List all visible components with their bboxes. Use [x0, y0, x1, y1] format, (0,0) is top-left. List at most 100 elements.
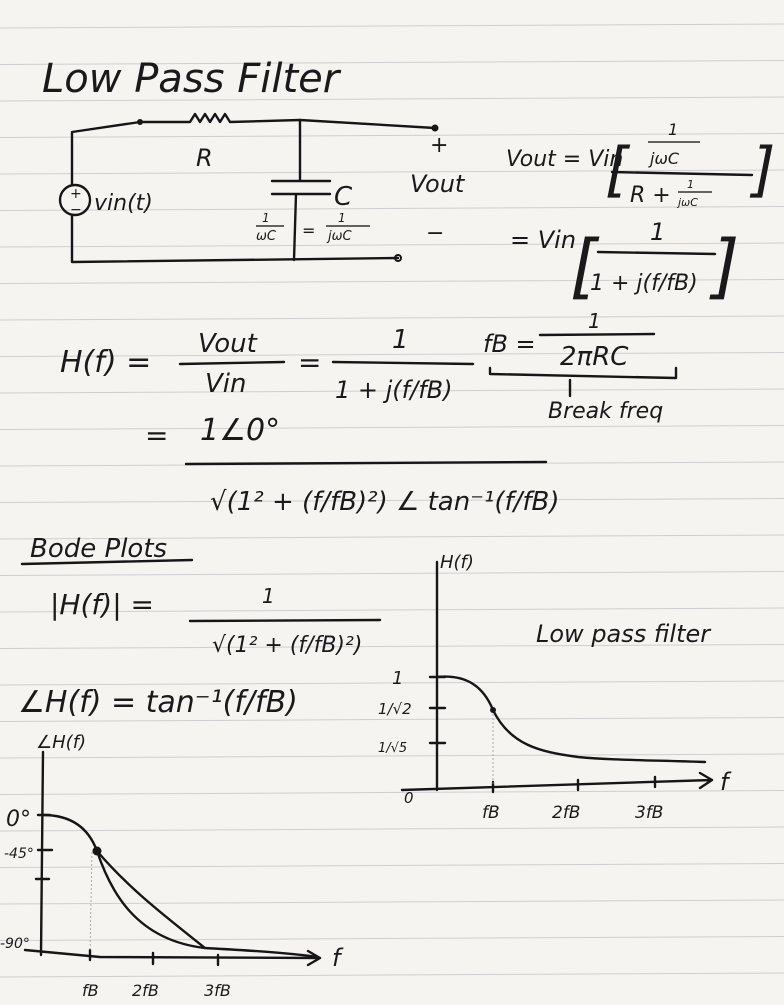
bode-heading: Bode Plots: [30, 534, 167, 564]
fb-den: 2πRC: [560, 342, 629, 372]
mag-x-label: f: [720, 768, 732, 796]
ruled-line: [0, 534, 784, 540]
vout-equation: Vout = Vin [ 1 jωC R + 1 jωC ] = Vin [ 1…: [506, 120, 775, 307]
resistor-label: R: [196, 144, 213, 172]
phase-curve-actual: [95, 849, 207, 950]
phase-xtick-fb: fB: [82, 981, 99, 1000]
hf-num2: 1: [392, 325, 409, 355]
impedance-equals: =: [302, 221, 315, 240]
mag-xtick-3fb: 3fB: [635, 803, 663, 823]
impedance-left-den: ωC: [256, 229, 277, 244]
magnitude-curve: [435, 675, 707, 764]
ruled-line: [0, 717, 784, 722]
ruled-line: [0, 23, 784, 29]
mag-lhs: |H(f)| =: [50, 588, 154, 621]
bottom-wire: [70, 213, 400, 264]
mag-ticks: [428, 675, 657, 794]
vout-eq-den-frac-den: jωC: [676, 196, 698, 209]
hf-den2: 1 + j(f/fB): [335, 376, 452, 404]
ruled-line: [0, 899, 784, 905]
hf-num1: Vout: [198, 329, 258, 359]
ruled-line: [0, 571, 784, 576]
fb-lhs: fB =: [483, 330, 536, 358]
mag-origin: 0: [404, 789, 414, 807]
phase-ytick-0: 0°: [6, 807, 31, 832]
svg-text:]: ]: [709, 225, 739, 307]
source-plus: +: [70, 186, 82, 202]
ruled-line: [0, 425, 784, 430]
ruled-line: [0, 680, 784, 686]
svg-text:]: ]: [749, 135, 775, 205]
vout-eq2-num: 1: [650, 218, 665, 246]
ruled-line: [0, 388, 784, 394]
top-wire-with-resistor: [70, 112, 437, 187]
ruled-line: [0, 936, 784, 941]
ruled-line: [0, 242, 784, 248]
phase-axes: [23, 750, 322, 967]
polar-eq: =: [145, 419, 168, 452]
vout-eq-lhs: Vout = Vin: [506, 147, 623, 172]
ruled-line: [0, 644, 784, 649]
mag-xtick-2fb: 2fB: [552, 803, 580, 823]
bode-formulas: Bode Plots |H(f)| = 1 √(1² + (f/fB)²) ∠H…: [18, 534, 382, 720]
phase-ytick-45: -45°: [4, 846, 34, 862]
ruled-line: [0, 169, 784, 175]
ruled-line: [0, 206, 784, 211]
output-minus-terminal: [394, 254, 402, 262]
vout-minus: −: [426, 221, 444, 246]
hf-eq: =: [298, 346, 321, 379]
vout-label: Vout: [410, 170, 466, 198]
ruled-line: [0, 279, 784, 284]
svg-text:[: [: [570, 225, 600, 307]
break-frequency-note: Break freq: [548, 399, 663, 424]
ruled-line: [0, 315, 784, 321]
mag-ytick-1-sqrt2: 1/√2: [378, 700, 412, 718]
phase-xtick-2fb: 2fB: [132, 981, 159, 1000]
mag-annotation: Low pass filter: [536, 620, 712, 648]
ruled-line: [0, 498, 784, 503]
mag-xtick-fb: fB: [482, 803, 500, 823]
mag-num: 1: [262, 584, 275, 608]
magnitude-plot: H(f) f Low pass filter 1 1/√2 1/√5 0 fB …: [378, 552, 732, 823]
transfer-function: H(f) = Vout Vin = 1 1 + j(f/fB) fB = 1 2…: [60, 309, 678, 517]
node-dot: [137, 119, 143, 125]
svg-text:[: [: [605, 135, 631, 205]
ruled-line: [0, 60, 784, 65]
mag-ytick-1-sqrt5: 1/√5: [378, 741, 407, 756]
voltage-source-icon: [58, 183, 92, 217]
hf-lhs: H(f) =: [60, 345, 151, 380]
impedance-left-num: 1: [262, 211, 270, 225]
impedance-right-num: 1: [338, 211, 346, 225]
mag-ytick-1: 1: [392, 668, 403, 689]
mag-y-label: H(f): [440, 552, 474, 573]
output-plus-terminal: [431, 124, 439, 132]
vout-eq-num-den: jωC: [648, 149, 680, 168]
ruled-line: [0, 96, 784, 102]
vout-eq2-den: 1 + j(f/fB): [590, 271, 698, 296]
vout-plus: +: [430, 133, 448, 158]
capacitor-label: C: [334, 182, 353, 212]
ruled-line: [0, 133, 784, 138]
break-frequency-bracket: [488, 366, 678, 398]
ruled-line: [0, 753, 784, 759]
impedance-right-den: jωC: [326, 229, 352, 244]
ruled-line: [0, 972, 784, 978]
fb-num: 1: [588, 309, 601, 333]
capacitor: [270, 118, 332, 262]
ruled-line: [0, 607, 784, 613]
hf-den1: Vin: [205, 369, 247, 399]
phase-x-label: f: [332, 944, 344, 972]
page-title: Low Pass Filter: [42, 56, 342, 102]
ruled-line: [0, 790, 784, 795]
source-label: vin(t): [94, 191, 153, 216]
rc-circuit: + − vin(t) R C 1 ωC = 1 jωC + Vout −: [58, 112, 466, 264]
vout-eq-den: R +: [630, 183, 671, 208]
phase-ticks: [34, 813, 220, 967]
ruled-line: [0, 826, 784, 832]
mag-den: √(1² + (f/fB)²): [212, 633, 362, 658]
phase-ytick-90: -90°: [0, 936, 30, 952]
phase-formula: ∠H(f) = tan⁻¹(f/fB): [18, 685, 298, 720]
phase-curve-straight: [41, 813, 320, 959]
